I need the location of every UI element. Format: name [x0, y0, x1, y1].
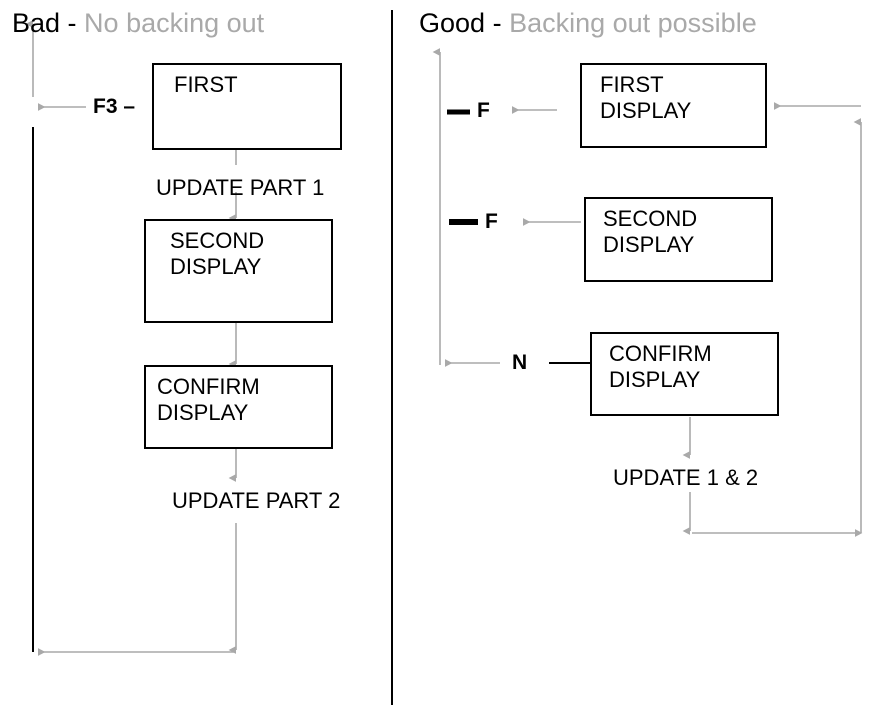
good-update-1-2-label: UPDATE 1 & 2 [613, 465, 759, 490]
good-box-confirm[interactable] [590, 332, 779, 416]
good-key-f-first-label: F [477, 99, 490, 122]
good-box-second-label: SECOND DISPLAY [603, 206, 698, 257]
good-box-confirm-label: CONFIRM DISPLAY [609, 341, 712, 392]
right-header-dash: - [485, 8, 510, 38]
good-key-f-second-label: F [485, 210, 498, 233]
bad-key-f3-label: F3 – [93, 95, 136, 118]
right-header-muted: Backing out possible [509, 8, 757, 38]
bad-update-part-1-label: UPDATE PART 1 [156, 175, 325, 200]
right-header: Good - Backing out possible [419, 10, 757, 37]
bad-box-first-label: FIRST [174, 72, 238, 97]
good-key-n-label: N [512, 351, 528, 374]
good-box-second[interactable] [584, 197, 773, 282]
right-header-strong: Good [419, 8, 486, 38]
left-header-dash: - [60, 8, 85, 38]
left-header: Bad - No backing out [12, 10, 264, 37]
bad-update-part-2-label: UPDATE PART 2 [172, 488, 341, 513]
bad-box-second[interactable] [144, 219, 333, 323]
good-box-first[interactable] [580, 63, 767, 148]
bad-box-second-label: SECOND DISPLAY [170, 228, 265, 279]
bad-box-first[interactable] [152, 63, 342, 150]
left-header-muted: No backing out [84, 8, 265, 38]
good-box-first-label: FIRST DISPLAY [600, 72, 692, 123]
bad-box-confirm[interactable] [144, 365, 333, 449]
bad-box-confirm-label: CONFIRM DISPLAY [157, 374, 260, 425]
left-header-strong: Bad [12, 8, 61, 38]
